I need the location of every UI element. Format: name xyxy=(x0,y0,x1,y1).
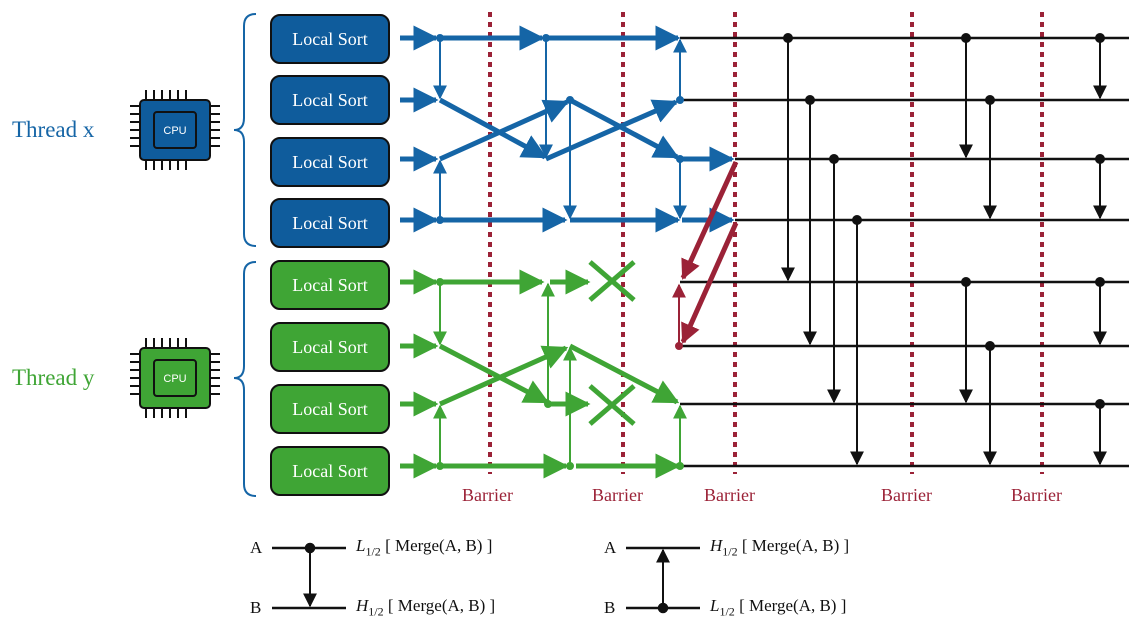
local-sort-box: Local Sort xyxy=(270,446,390,496)
legend-merge-text: [ Merge(A, B) ] xyxy=(385,536,493,555)
legend-low-symbol: L xyxy=(356,536,366,555)
barrier-label: Barrier xyxy=(1011,485,1062,505)
local-sort-box: Local Sort xyxy=(270,384,390,434)
legend-high-symbol: H xyxy=(356,596,369,615)
merge-comparators xyxy=(781,33,1107,466)
local-sort-box: Local Sort xyxy=(270,198,390,248)
barrier-label: Barrier xyxy=(462,485,513,505)
legend-high-merge-label: H1/2 [ Merge(A, B) ] xyxy=(356,596,495,619)
legend-subscript: 1/2 xyxy=(368,604,384,619)
cpu-chip-icon: CPU xyxy=(130,338,220,418)
local-sort-box: Local Sort xyxy=(270,260,390,310)
local-sort-box: Local Sort xyxy=(270,75,390,125)
cpu-chip-icon: CPU xyxy=(130,90,220,170)
thread-y-network xyxy=(400,260,687,479)
barrier-label: Barrier xyxy=(704,485,755,505)
barrier-label: Barrier xyxy=(592,485,643,505)
thread-x-brace xyxy=(233,13,257,247)
legend-merge-text: [ Merge(A, B) ] xyxy=(741,536,850,555)
legend-merge-text: [ Merge(A, B) ] xyxy=(387,596,496,615)
legend-high-symbol: H xyxy=(710,536,723,555)
legend-low-merge-label: L1/2 [ Merge(A, B) ] xyxy=(710,596,846,619)
legend-high-low-comparator xyxy=(626,546,700,614)
legend-low-high-comparator xyxy=(272,542,346,610)
legend-a-label: A xyxy=(250,538,263,557)
legend-b-label: B xyxy=(250,598,262,617)
barrier-label: Barrier xyxy=(881,485,932,505)
legend-low-symbol: L xyxy=(710,596,720,615)
thread-y-label: Thread y xyxy=(12,365,95,390)
cpu-label: CPU xyxy=(163,373,186,385)
local-sort-box: Local Sort xyxy=(270,322,390,372)
thread-x-network xyxy=(400,25,735,233)
legend-low-merge-label: L1/2 [ Merge(A, B) ] xyxy=(356,536,492,559)
cpu-label: CPU xyxy=(163,125,186,137)
legend-a-label: A xyxy=(604,538,617,557)
legend-subscript: 1/2 xyxy=(365,544,381,559)
legend-subscript: 1/2 xyxy=(719,604,735,619)
cross-thread-exchange xyxy=(672,160,739,350)
cross-mark-icon xyxy=(588,260,636,426)
thread-y-brace xyxy=(233,261,257,497)
legend-subscript: 1/2 xyxy=(722,544,738,559)
legend-high-merge-label: H1/2 [ Merge(A, B) ] xyxy=(710,536,849,559)
local-sort-box: Local Sort xyxy=(270,137,390,187)
legend-b-label: B xyxy=(604,598,616,617)
local-sort-box: Local Sort xyxy=(270,14,390,64)
thread-x-label: Thread x xyxy=(12,117,95,142)
legend-merge-text: [ Merge(A, B) ] xyxy=(739,596,847,615)
merge-lines xyxy=(680,36,1129,468)
